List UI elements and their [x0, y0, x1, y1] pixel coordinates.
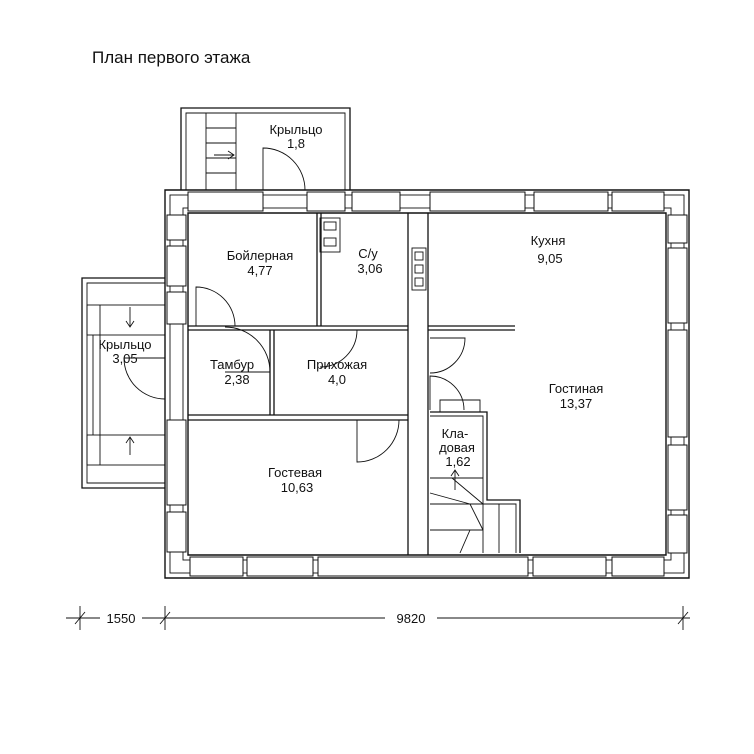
porch-top-name: Крыльцо: [269, 122, 322, 137]
windows-top: [187, 191, 665, 212]
room-wc-name: С/у: [358, 246, 378, 261]
windows-left: [166, 214, 187, 553]
porch-left-name: Крыльцо: [98, 337, 151, 352]
room-kitchen-name: Кухня: [531, 233, 566, 248]
windows-bottom: [189, 556, 665, 577]
room-vestibule-name: Тамбур: [210, 357, 254, 372]
room-guest-area: 10,63: [281, 480, 314, 495]
stairs: [429, 399, 521, 554]
porch-left-area: 3,05: [112, 351, 137, 366]
porch-top-area: 1,8: [287, 136, 305, 151]
room-living-area: 13,37: [560, 396, 593, 411]
dimension-main: 9820: [397, 611, 426, 626]
dimension-left: 1550: [107, 611, 136, 626]
doors: [195, 286, 466, 463]
room-vestibule-area: 2,38: [224, 372, 249, 387]
room-hall-name: Прихожая: [307, 357, 367, 372]
room-pantry-name-2: довая: [439, 440, 475, 455]
room-boiler-name: Бойлерная: [227, 248, 294, 263]
windows-right: [667, 214, 688, 554]
interior-walls: [188, 213, 515, 555]
room-guest-name: Гостевая: [268, 465, 322, 480]
room-boiler-area: 4,77: [247, 263, 272, 278]
porch-top: [180, 107, 351, 191]
room-pantry-area: 1,62: [445, 454, 470, 469]
porch-left: [81, 277, 166, 489]
page-title: План первого этажа: [92, 48, 251, 67]
room-kitchen-area: 9,05: [537, 251, 562, 266]
room-wc-area: 3,06: [357, 261, 382, 276]
room-pantry-name-1: Кла-: [442, 426, 469, 441]
wc-fixtures: [319, 217, 427, 291]
dimension-line: [66, 606, 690, 630]
room-living-name: Гостиная: [549, 381, 604, 396]
room-hall-area: 4,0: [328, 372, 346, 387]
